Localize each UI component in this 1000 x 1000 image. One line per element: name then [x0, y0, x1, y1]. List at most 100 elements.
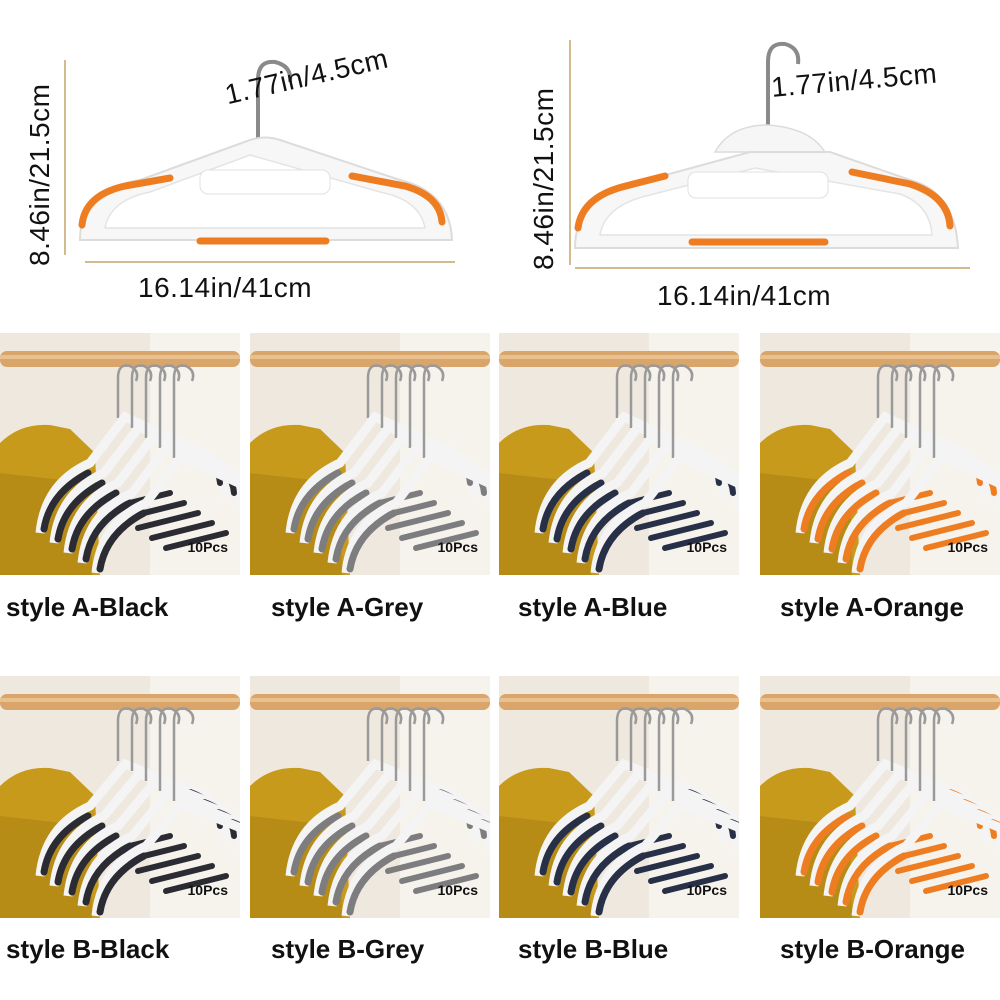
hanger-hook [615, 707, 638, 761]
hanger-grip [567, 832, 619, 896]
hanger-body [837, 788, 1000, 907]
hanger-hook [394, 364, 417, 438]
hanger-bar-grip [648, 863, 714, 884]
hanger-hook [422, 364, 445, 458]
hanger-grip [304, 479, 356, 543]
hanger-body [590, 451, 739, 574]
hanger-bar-grip [662, 530, 728, 551]
hanger-hook [643, 364, 666, 438]
hanger-body [562, 778, 739, 897]
hanger-hook [130, 707, 153, 771]
variant-photo-1: 10Pcs [0, 333, 240, 575]
hanger-grip [595, 852, 647, 916]
hanger-grip [304, 822, 356, 886]
height-label-b: 8.46in/21.5cm [528, 87, 559, 270]
hanger-grip [290, 812, 342, 876]
hanger-hook [932, 364, 955, 458]
hanger-grip [553, 822, 605, 886]
hanger-grip [567, 489, 619, 553]
hanger-body [341, 451, 490, 574]
hanger-hook [380, 707, 403, 771]
hanger-hook [116, 707, 139, 761]
hanger-grip [346, 509, 398, 573]
hanger-grip [82, 499, 134, 563]
hanger-grip [828, 489, 880, 553]
hanger-grip [842, 842, 894, 906]
hanger-hook [904, 707, 927, 781]
hanger-grip [539, 812, 591, 876]
hanger-grip [54, 479, 106, 543]
hanger-grip [96, 852, 148, 916]
quantity-label: 10Pcs [686, 539, 727, 555]
variant-label-6: style B-Grey [271, 934, 425, 964]
hanger-body [91, 451, 240, 574]
hanger-body [823, 778, 1000, 897]
variant-photo-2: 10Pcs [250, 333, 490, 575]
hanger-hook [918, 364, 941, 448]
hanger-body [313, 431, 490, 554]
hanger-grip [40, 812, 92, 876]
width-label-a: 16.14in/41cm [138, 272, 313, 303]
quantity-label: 10Pcs [686, 882, 727, 898]
hanger-grip [290, 469, 342, 533]
hanger-bar-grip [648, 520, 714, 541]
hanger-body [576, 788, 739, 907]
hanger-body [851, 798, 1000, 917]
hanger-bar-grip [385, 510, 451, 531]
variant-label-1: style A-Black [6, 592, 169, 622]
hanger-hook [366, 707, 389, 761]
hanger-diagram-b [569, 40, 970, 269]
quantity-label: 10Pcs [187, 539, 228, 555]
hanger-grip [828, 832, 880, 896]
hanger-bar-grip [895, 510, 961, 531]
hanger-body [327, 441, 490, 564]
hanger-body [562, 431, 739, 554]
hanger-body [77, 788, 240, 907]
hanger-body [63, 778, 240, 897]
dimension-diagram-style-b: 8.46in/21.5cm 16.14in/41cm 1.77in/4.5cm [500, 0, 1000, 320]
hanger-grip [68, 832, 120, 896]
hanger-body [63, 431, 240, 554]
hanger-grip [332, 842, 384, 906]
hanger-bar-grip [634, 510, 700, 531]
hanger-grip [54, 822, 106, 886]
hanger-hook [116, 364, 139, 418]
variant-photo-8: 10Pcs [760, 676, 1000, 918]
hanger-bar-grip [413, 873, 479, 894]
hanger-bar-grip [895, 853, 961, 874]
hanger-grip [856, 509, 908, 573]
hanger-bar-grip [923, 873, 989, 894]
hanger-hook [629, 707, 652, 771]
hanger-body [91, 798, 240, 917]
variant-photo-3: 10Pcs [499, 333, 739, 575]
hanger-body [837, 441, 1000, 564]
hanger-hook [671, 364, 694, 458]
hanger-bar-grip [149, 863, 215, 884]
hanger-hook [408, 707, 431, 791]
width-label-b: 16.14in/41cm [657, 280, 832, 311]
hanger-hook [876, 707, 899, 761]
variant-label-8: style B-Orange [780, 934, 965, 964]
hanger-hook [380, 364, 403, 428]
hanger-body [313, 778, 490, 897]
hanger-body [341, 798, 490, 917]
hanger-hook [876, 364, 899, 418]
quantity-label: 10Pcs [437, 882, 478, 898]
variant-photo-4: 10Pcs [760, 333, 1000, 575]
hanger-hook [158, 707, 181, 791]
hanger-hook [172, 364, 195, 458]
hanger-grip [318, 489, 370, 553]
quantity-label: 10Pcs [947, 882, 988, 898]
hanger-grip [40, 469, 92, 533]
hanger-hook [394, 707, 417, 781]
hanger-grip [842, 499, 894, 563]
hanger-bar-grip [662, 873, 728, 894]
hanger-bar-grip [634, 853, 700, 874]
hanger-hook [671, 707, 694, 801]
height-label-a: 8.46in/21.5cm [24, 83, 55, 266]
hanger-bar-grip [413, 530, 479, 551]
hanger-body [327, 788, 490, 907]
hanger-grip [82, 842, 134, 906]
variant-photo-7: 10Pcs [499, 676, 739, 918]
hanger-hook [144, 364, 167, 438]
